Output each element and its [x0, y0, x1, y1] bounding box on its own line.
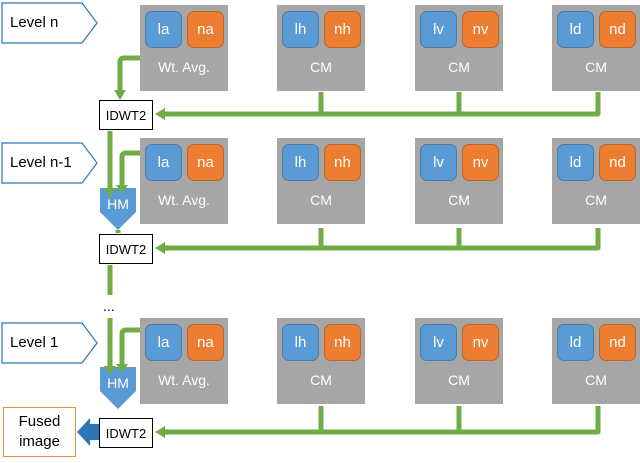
connector-details-1 — [165, 406, 601, 435]
chip-nv: nv — [462, 11, 499, 48]
chip-la: la — [145, 324, 182, 361]
panel-vertical-level-1: lv nv CM — [415, 318, 503, 404]
ellipsis: ... — [103, 298, 115, 314]
panel-caption: CM — [310, 192, 332, 208]
panel-approx-level-n: la na Wt. Avg. — [140, 5, 228, 91]
panel-approx-level-n1: la na Wt. Avg. — [140, 138, 228, 224]
hm-arrow-shape-n1 — [100, 188, 136, 230]
connector-details-n1 — [165, 228, 601, 251]
panel-caption: Wt. Avg. — [158, 192, 210, 208]
panel-horizontal-level-n: lh nh CM — [277, 5, 365, 91]
panel-vertical-level-n1: lv nv CM — [415, 138, 503, 224]
level-n-arrow-shape — [1, 2, 98, 44]
arrowhead-details-n1 — [155, 242, 165, 254]
panel-caption: CM — [448, 59, 470, 75]
level-1-arrow-shape — [1, 322, 98, 364]
chip-na: na — [187, 11, 224, 48]
panel-vertical-level-n: lv nv CM — [415, 5, 503, 91]
connector-wtavg-n1 — [119, 150, 140, 186]
panel-caption: CM — [310, 372, 332, 388]
chip-nh: nh — [324, 11, 361, 48]
chip-lh: lh — [282, 144, 319, 181]
panel-approx-level-1: la na Wt. Avg. — [140, 318, 228, 404]
connector-details-n — [165, 92, 601, 117]
panel-diagonal-level-1: ld nd CM — [552, 318, 640, 404]
chip-la: la — [145, 144, 182, 181]
arrowhead-details-1 — [155, 426, 165, 438]
chip-na: na — [187, 144, 224, 181]
arrowhead-details-n — [155, 108, 165, 120]
hm-arrow-shape-1 — [100, 367, 136, 409]
chip-nh: nh — [324, 144, 361, 181]
chip-nd: nd — [599, 11, 636, 48]
level-n1-label: Level n-1 — [10, 154, 72, 171]
panel-horizontal-level-n1: lh nh CM — [277, 138, 365, 224]
hm-label-level-1: HM — [107, 375, 129, 391]
chip-nd: nd — [599, 144, 636, 181]
arrowhead-idwt-n-down — [104, 188, 116, 197]
panel-caption: CM — [448, 192, 470, 208]
fused-image-line1: Fused — [18, 413, 61, 430]
panel-diagonal-level-n1: ld nd CM — [552, 138, 640, 224]
arrowhead-wtavg-n1 — [116, 185, 128, 194]
panel-caption: CM — [585, 192, 607, 208]
idwt2-box-level-1: IDWT2 — [99, 418, 153, 448]
panel-caption: CM — [448, 372, 470, 388]
chip-nh: nh — [324, 324, 361, 361]
arrowhead-dots-down — [104, 366, 116, 375]
hm-label-level-n1: HM — [107, 196, 129, 212]
fused-image-line2: image — [19, 433, 60, 450]
level-n-label: Level n — [10, 14, 59, 31]
panel-caption: Wt. Avg. — [158, 59, 210, 75]
level-1-label: Level 1 — [10, 334, 59, 351]
panel-caption: Wt. Avg. — [158, 372, 210, 388]
chip-nv: nv — [462, 324, 499, 361]
panel-caption: CM — [585, 372, 607, 388]
idwt2-box-level-n1: IDWT2 — [99, 234, 153, 264]
chip-lv: lv — [420, 324, 457, 361]
chip-ld: ld — [557, 324, 594, 361]
chip-lh: lh — [282, 324, 319, 361]
chip-ld: ld — [557, 11, 594, 48]
level-n1-arrow-shape — [1, 142, 98, 184]
chip-na: na — [187, 324, 224, 361]
chip-nv: nv — [462, 144, 499, 181]
arrowhead-wtavg-1 — [116, 364, 128, 373]
connector-wtavg-n — [117, 55, 140, 90]
chip-ld: ld — [557, 144, 594, 181]
chip-la: la — [145, 11, 182, 48]
panel-caption: CM — [310, 59, 332, 75]
output-arrow — [77, 418, 99, 446]
panel-caption: CM — [585, 59, 607, 75]
arrowhead-wtavg-n — [114, 90, 126, 100]
chip-lv: lv — [420, 11, 457, 48]
panel-horizontal-level-1: lh nh CM — [277, 318, 365, 404]
fused-image-box: Fused image — [3, 407, 76, 457]
panel-diagonal-level-n: ld nd CM — [552, 5, 640, 91]
idwt2-box-level-n: IDWT2 — [99, 100, 153, 130]
connector-wtavg-1 — [119, 327, 140, 365]
chip-lh: lh — [282, 11, 319, 48]
chip-lv: lv — [420, 144, 457, 181]
chip-nd: nd — [599, 324, 636, 361]
